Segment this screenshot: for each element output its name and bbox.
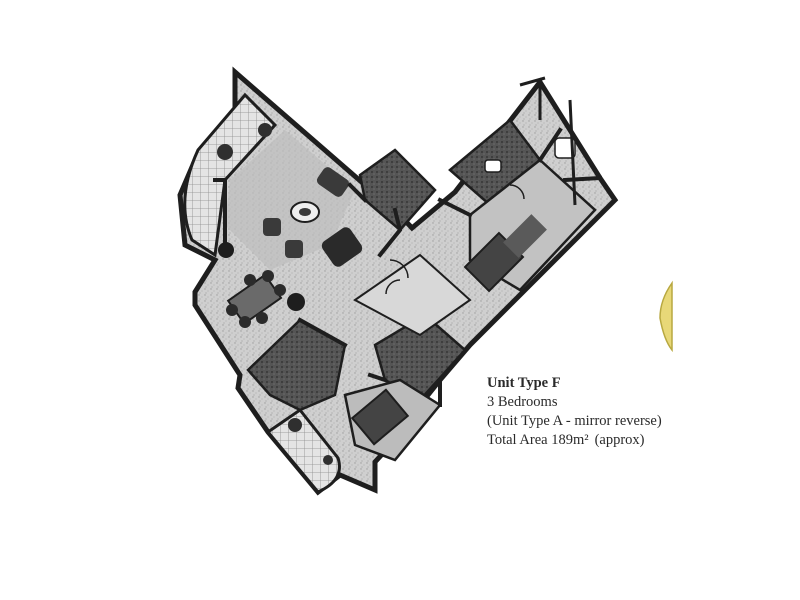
- unit-caption: Unit Type F 3 Bedrooms (Unit Type A - mi…: [487, 374, 662, 450]
- mirror-note: (Unit Type A - mirror reverse): [487, 413, 662, 429]
- approx-label: (approx): [594, 432, 645, 448]
- corridor: [353, 253, 472, 337]
- balcony-upper: [183, 92, 278, 258]
- unit-title: Unit Type F: [487, 375, 561, 391]
- store-room: [358, 148, 437, 232]
- yellow-fragment: [659, 280, 673, 353]
- balcony-furniture: [217, 123, 333, 465]
- living-furniture: [263, 167, 363, 267]
- bath-fixtures: [484, 137, 576, 173]
- dining-table: [226, 270, 286, 328]
- total-area: Total Area 189m² (approx): [487, 431, 662, 450]
- wall-ticks: [519, 76, 577, 206]
- balcony-lower: [265, 407, 341, 494]
- bedroom-count: 3 Bedrooms: [487, 394, 558, 410]
- bed-upper: [463, 214, 547, 293]
- living-room: [225, 130, 355, 270]
- door-swings: [385, 184, 525, 295]
- interior-walls: [213, 127, 603, 407]
- area-text: Total Area 189m²: [487, 432, 589, 448]
- bed-master: [350, 388, 410, 446]
